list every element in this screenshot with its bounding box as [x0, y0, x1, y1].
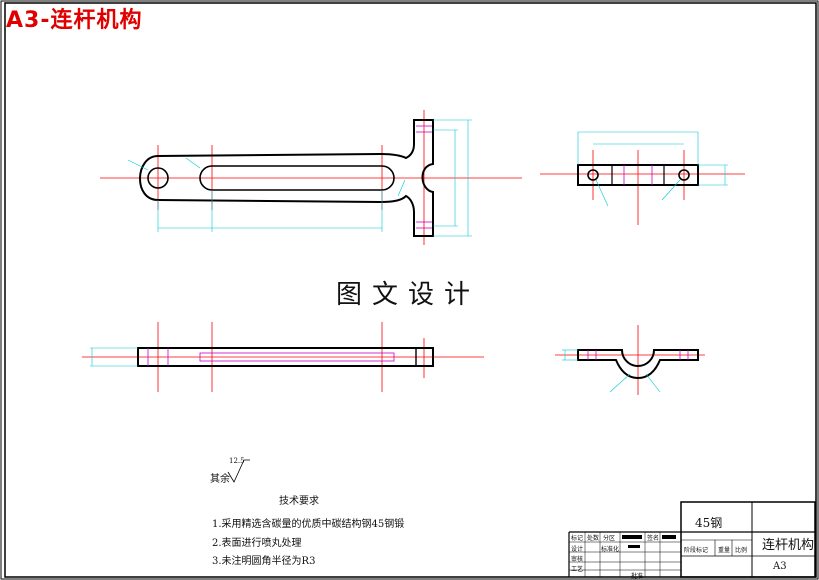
- tb-label-fenqu: 分区: [603, 535, 616, 542]
- drawing-title: A3-连杆机构: [6, 8, 143, 33]
- material-label: 45钢: [695, 516, 723, 530]
- front-view: [100, 110, 522, 245]
- tb-label-jieduan: 阶段标记: [684, 547, 709, 554]
- tech-req-item-2: 2.表面进行喷丸处理: [212, 538, 302, 549]
- sheet-size-label: A3: [773, 561, 787, 572]
- side-view: [82, 322, 484, 392]
- tb-label-chushu: 处数: [587, 535, 600, 542]
- tb-label-qianming: 签名: [647, 535, 660, 542]
- tb-label-bili: 比例: [735, 547, 748, 554]
- tb-label-zhongliang: 重量: [718, 547, 731, 554]
- roughness-value: 12.5: [229, 457, 245, 465]
- title-block: [568, 501, 816, 578]
- tech-req-item-3: 3.未注明圆角半径为R3: [212, 556, 316, 567]
- tech-req-heading: 技术要求: [279, 496, 319, 507]
- watermark-text: 图文设计: [336, 280, 481, 310]
- drawing-frame: [4, 2, 817, 578]
- part-name-label: 连杆机构: [762, 538, 815, 553]
- tb-label-pizhun: 批准: [631, 573, 644, 580]
- top-view: [540, 131, 745, 225]
- tb-label-shenhe: 审核: [571, 556, 584, 563]
- tb-label-gongyi: 工艺: [571, 566, 584, 573]
- tech-req-item-1: 1.采用精选含碳量的优质中碳结构钢45钢锻: [212, 519, 405, 530]
- tb-label-biaozhunhua: 标准化: [601, 546, 620, 553]
- section-view: [555, 325, 705, 395]
- roughness-prefix: 其余: [210, 474, 230, 485]
- roughness-symbol: [227, 459, 250, 483]
- tb-label-sheji: 设计: [571, 546, 584, 553]
- tb-label-biaoji: 标记: [571, 535, 584, 542]
